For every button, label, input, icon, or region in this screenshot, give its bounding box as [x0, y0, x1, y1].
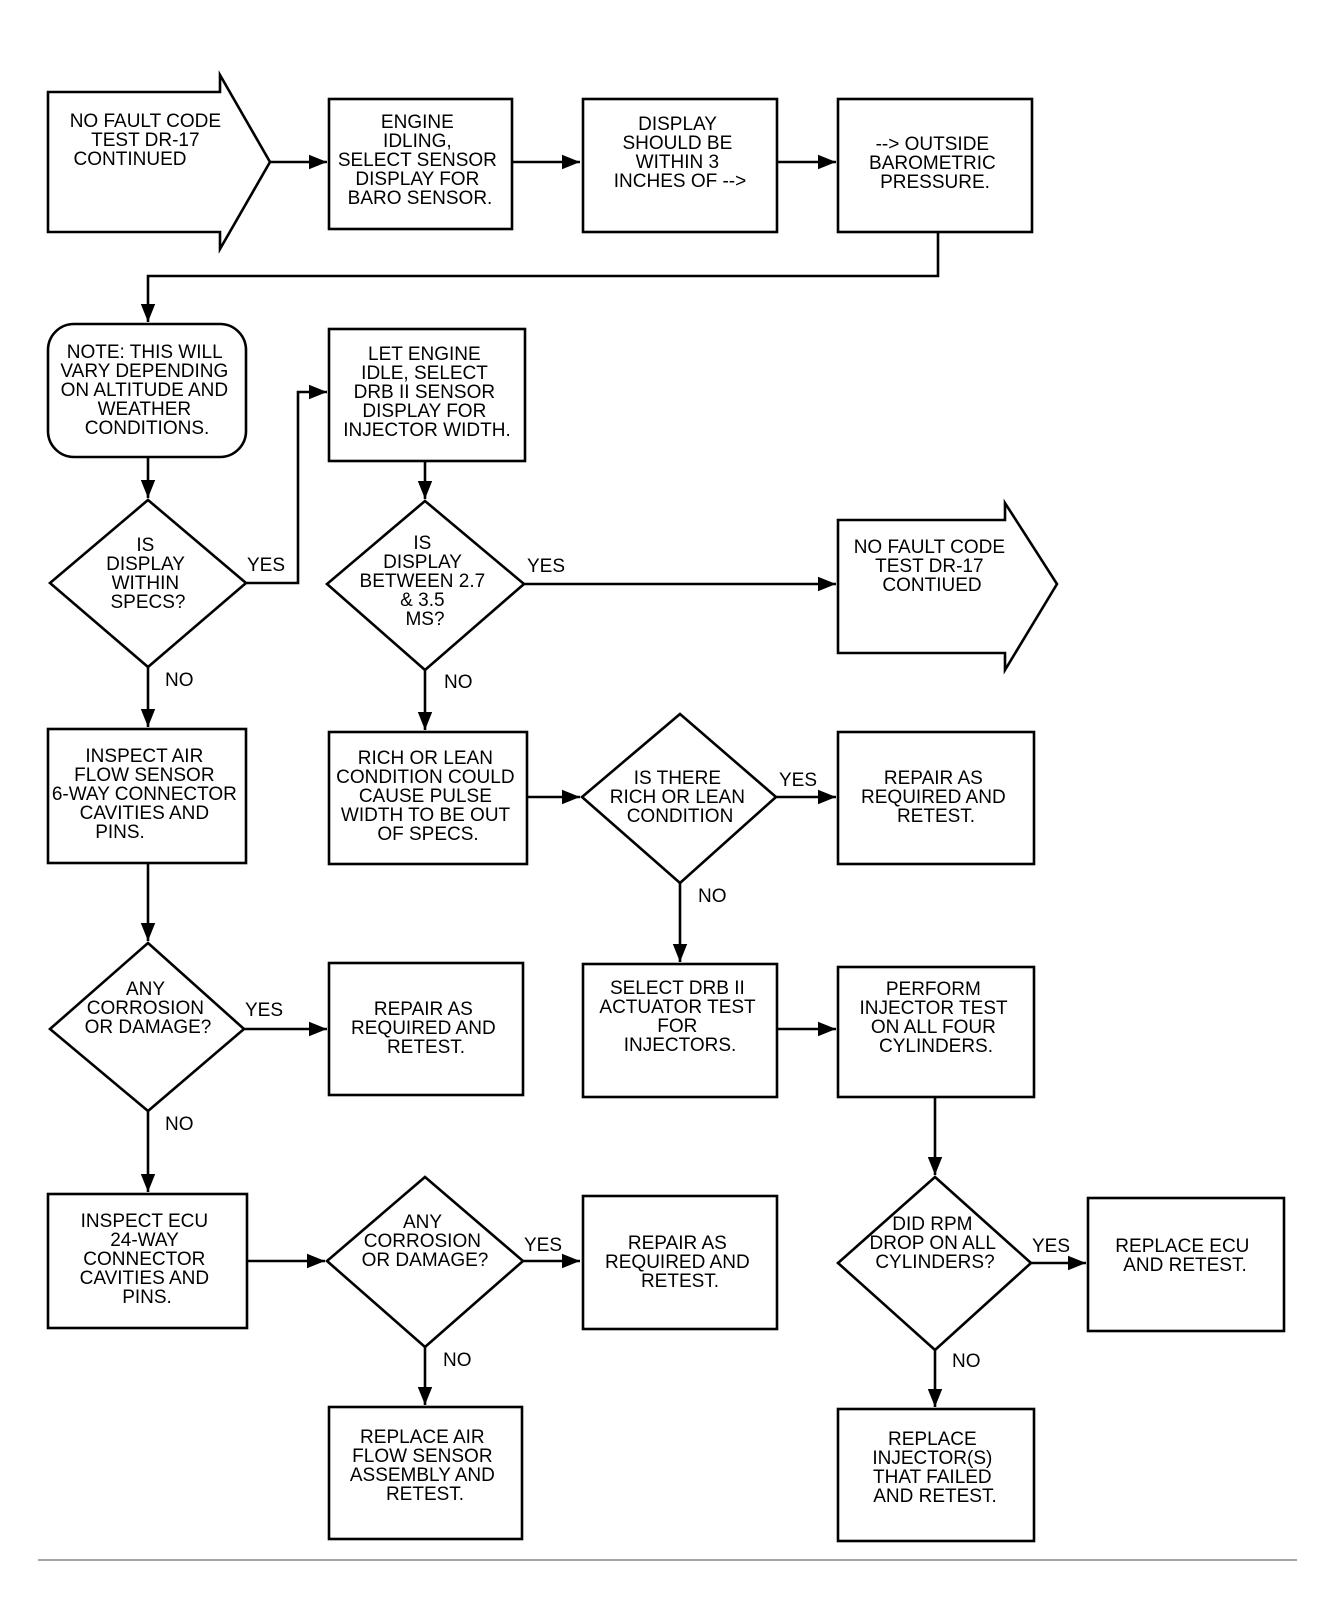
label-yes-corrosion-1: YES [245, 1000, 283, 1021]
label-yes-corrosion-2: YES [524, 1235, 562, 1256]
let-engine-text: LET ENGINE IDLE, SELECT DRB II SENSOR DI… [343, 344, 510, 441]
edge-outside-baro-to-note [140, 232, 940, 322]
shapes [46, 70, 1286, 1543]
repair-3-text: REPAIR AS REQUIRED AND RETEST. [605, 1233, 755, 1292]
label-yes-specs: YES [247, 555, 285, 576]
edge-labels: YES YES NO NO YES NO YES NO YES YES NO N… [165, 555, 1070, 1372]
outside-baro-box [836, 97, 1034, 234]
repair-1-text: REPAIR AS REQUIRED AND RETEST. [861, 768, 1011, 827]
q-display-between-text: IS DISPLAY BETWEEN 2.7 & 3.5 MS? [360, 533, 491, 630]
inspect-ecu-box [46, 1192, 249, 1330]
outside-baro-text: --> OUTSIDE BAROMETRIC PRESSURE. [869, 134, 1001, 193]
select-drb-box [581, 962, 779, 1099]
label-no-corrosion-1: NO [165, 1114, 194, 1135]
note-text: NOTE: THIS WILL VARY DEPENDING ON ALTITU… [60, 342, 233, 439]
let-engine-box [327, 327, 527, 463]
replace-ecu-box [1086, 1196, 1286, 1333]
node-labels: NO FAULT CODE TEST DR-17 CONTINUED ENGIN… [52, 111, 1254, 1507]
q-rpm-drop-diamond [836, 1175, 1033, 1352]
engine-idle-box [327, 97, 514, 231]
q-display-specs-text: IS DISPLAY WITHIN SPECS? [106, 535, 190, 613]
perform-injector-box [836, 965, 1036, 1099]
repair-2-box [327, 961, 525, 1097]
label-yes-rich-lean: YES [779, 770, 817, 791]
q-rpm-drop-text: DID RPM DROP ON ALL CYLINDERS? [870, 1214, 1001, 1273]
rich-lean-box [327, 730, 529, 866]
q-display-between-diamond [325, 499, 527, 672]
replace-injectors-box [836, 1407, 1036, 1543]
perform-injector-text: PERFORM INJECTOR TEST ON ALL FOUR CYLIND… [859, 979, 1012, 1057]
select-drb-text: SELECT DRB II ACTUATOR TEST FOR INJECTOR… [599, 978, 760, 1056]
start-text: NO FAULT CODE TEST DR-17 CONTINUED [70, 111, 227, 170]
connectors [140, 154, 1086, 1407]
repair-1-box [836, 730, 1036, 866]
display-within-text: DISPLAY SHOULD BE WITHIN 3 INCHES OF --> [614, 114, 746, 192]
label-no-rpm: NO [952, 1351, 981, 1372]
repair-3-box [581, 1194, 779, 1331]
replace-injectors-text: REPLACE INJECTOR(S) THAT FAILED AND RETE… [872, 1429, 997, 1507]
replace-airflow-text: REPLACE AIR FLOW SENSOR ASSEMBLY AND RET… [350, 1427, 500, 1505]
label-yes-rpm: YES [1032, 1236, 1070, 1257]
replace-ecu-text: REPLACE ECU AND RETEST. [1115, 1236, 1254, 1276]
q-corrosion-1-diamond [48, 941, 246, 1113]
end-continued-text: NO FAULT CODE TEST DR-17 CONTIUED [854, 537, 1011, 596]
replace-airflow-box [327, 1405, 524, 1541]
start-arrow-shape [46, 70, 272, 254]
label-no-rich-lean: NO [698, 886, 727, 907]
inspect-air-text: INSPECT AIR FLOW SENSOR 6-WAY CONNECTOR … [52, 746, 242, 843]
q-corrosion-2-diamond [325, 1175, 525, 1349]
end-continued-arrow-shape [836, 498, 1059, 675]
repair-2-text: REPAIR AS REQUIRED AND RETEST. [351, 999, 501, 1058]
rich-lean-text: RICH OR LEAN CONDITION COULD CAUSE PULSE… [336, 748, 520, 845]
label-no-between: NO [444, 672, 473, 693]
label-no-corrosion-2: NO [443, 1350, 472, 1371]
note-box [46, 322, 248, 459]
q-display-specs-diamond [47, 498, 249, 669]
q-corrosion-1-text: ANY CORROSION OR DAMAGE? [85, 979, 212, 1038]
inspect-air-box [46, 727, 248, 865]
edge-q-specs-yes [246, 384, 327, 585]
q-rich-lean-text: IS THERE RICH OR LEAN CONDITION [610, 768, 750, 827]
display-within-box [581, 97, 779, 234]
inspect-ecu-text: INSPECT ECU 24-WAY CONNECTOR CAVITIES AN… [80, 1211, 215, 1308]
label-yes-between: YES [527, 556, 565, 577]
engine-idle-text: ENGINE IDLING, SELECT SENSOR DISPLAY FOR… [338, 112, 502, 209]
q-corrosion-2-text: ANY CORROSION OR DAMAGE? [362, 1212, 489, 1271]
label-no-specs: NO [165, 670, 194, 691]
q-rich-lean-diamond [580, 712, 778, 885]
